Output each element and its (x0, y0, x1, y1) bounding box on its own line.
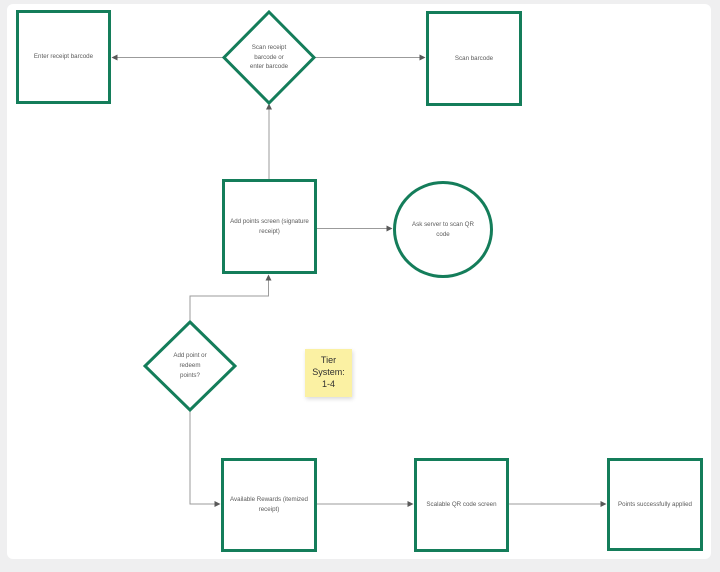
flow-node-points-applied[interactable]: Points successfully applied (607, 458, 703, 551)
node-label: Scan barcode (454, 54, 494, 62)
sticky-note-tier-system[interactable]: Tier System: 1-4 (305, 349, 352, 397)
flow-node-scan-receipt-decision[interactable]: Scan receipt barcode or enter barcode (222, 10, 316, 105)
flow-node-ask-server-qr[interactable]: Ask server to scan QR code (393, 181, 493, 278)
flow-node-scan-barcode[interactable]: Scan barcode (426, 11, 522, 106)
diagram-page (7, 4, 711, 559)
node-label: Scan receipt barcode or enter barcode (249, 43, 289, 71)
flow-node-available-rewards[interactable]: Available Rewards (itemized receipt) (221, 458, 317, 552)
node-label: Points successfully applied (618, 500, 692, 508)
sticky-note-text: Tier System: 1-4 (312, 355, 345, 389)
node-label: Ask server to scan QR code (412, 220, 474, 238)
node-label: Scalable QR code screen (426, 501, 497, 509)
flow-node-add-or-redeem-decision[interactable]: Add point or redeem points? (143, 320, 237, 412)
node-label: Available Rewards (itemized receipt) (230, 496, 308, 513)
node-label: Add points screen (signature receipt) (230, 217, 309, 235)
node-label: Enter receipt barcode (33, 53, 94, 61)
diamond-shape-svg (222, 10, 316, 105)
flow-node-scalable-qr-screen[interactable]: Scalable QR code screen (414, 458, 509, 552)
diamond-shape-svg (143, 320, 237, 412)
flow-node-enter-receipt-barcode[interactable]: Enter receipt barcode (16, 10, 111, 104)
node-label: Add point or redeem points? (173, 352, 207, 379)
flow-node-add-points-screen[interactable]: Add points screen (signature receipt) (222, 179, 317, 274)
